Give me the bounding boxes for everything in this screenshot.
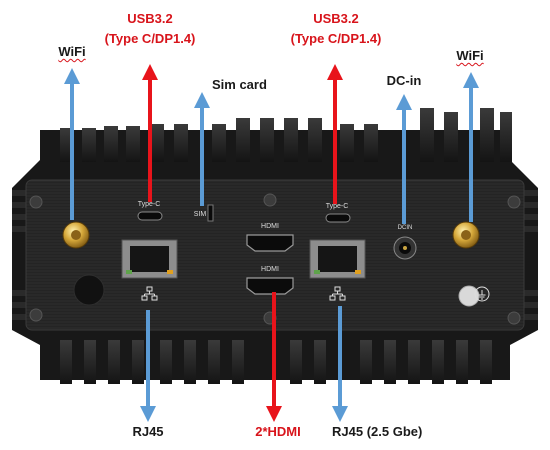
arrowhead-hdmi — [266, 406, 282, 422]
dcin-panel-label: DCIN — [398, 225, 413, 231]
chassis — [12, 108, 538, 384]
label-usb-left: USB3.2 (Type C/DP1.4) — [85, 11, 215, 47]
label-usb-right-line2: (Type C/DP1.4) — [290, 31, 382, 46]
label-2-hdmi: 2*HDMI — [255, 424, 301, 439]
callout-arrows — [64, 64, 479, 422]
hdmi-port-top: HDMI — [246, 223, 294, 252]
label-dc-in: DC-in — [386, 73, 422, 88]
antenna-connector-icon — [62, 221, 480, 249]
typec-right-label: Type-C — [326, 203, 349, 210]
rj45-port-right — [309, 239, 366, 279]
sim-panel-label: SIM — [194, 211, 207, 218]
arrowhead-wifi-left — [64, 68, 80, 84]
typec-port-left: Type-C — [137, 201, 163, 221]
ground-icon — [458, 285, 490, 307]
dc-in-jack: DCIN — [393, 225, 417, 260]
rj45-port-left — [121, 239, 178, 279]
arrowhead-rj45-right — [332, 406, 348, 422]
arrowhead-rj45-left — [140, 406, 156, 422]
typec-left-label: Type-C — [138, 201, 161, 208]
label-rj45-left: RJ45 — [132, 424, 164, 439]
arrowhead-usb-left — [142, 64, 158, 80]
arrowhead-dc-in — [396, 94, 412, 110]
hdmi-port-bottom: HDMI — [246, 266, 294, 295]
label-usb-left-line2: (Type C/DP1.4) — [104, 31, 196, 46]
arrowhead-sim — [194, 92, 210, 108]
hdmi-top-label: HDMI — [261, 223, 279, 230]
mounting-cap — [73, 274, 105, 306]
sim-slot: SIM — [194, 204, 214, 222]
network-icon — [141, 286, 346, 301]
hdmi-bottom-label: HDMI — [261, 266, 279, 273]
typec-port-right: Type-C — [325, 203, 351, 223]
arrowhead-wifi-right — [463, 72, 479, 88]
label-wifi-right: WiFi — [456, 48, 484, 63]
bottom-heatsink-fins — [60, 340, 492, 384]
top-heatsink-fins — [60, 108, 512, 162]
label-rj45-2-5gbe: RJ45 (2.5 Gbe) — [332, 424, 423, 439]
label-usb-right: USB3.2 (Type C/DP1.4) — [271, 11, 401, 47]
label-usb-left-line1: USB3.2 — [127, 11, 173, 26]
side-heatsink-fins — [12, 190, 538, 320]
label-sim-card: Sim card — [212, 77, 267, 92]
label-wifi-left: WiFi — [58, 44, 86, 59]
arrowhead-usb-right — [327, 64, 343, 80]
label-usb-right-line1: USB3.2 — [313, 11, 359, 26]
